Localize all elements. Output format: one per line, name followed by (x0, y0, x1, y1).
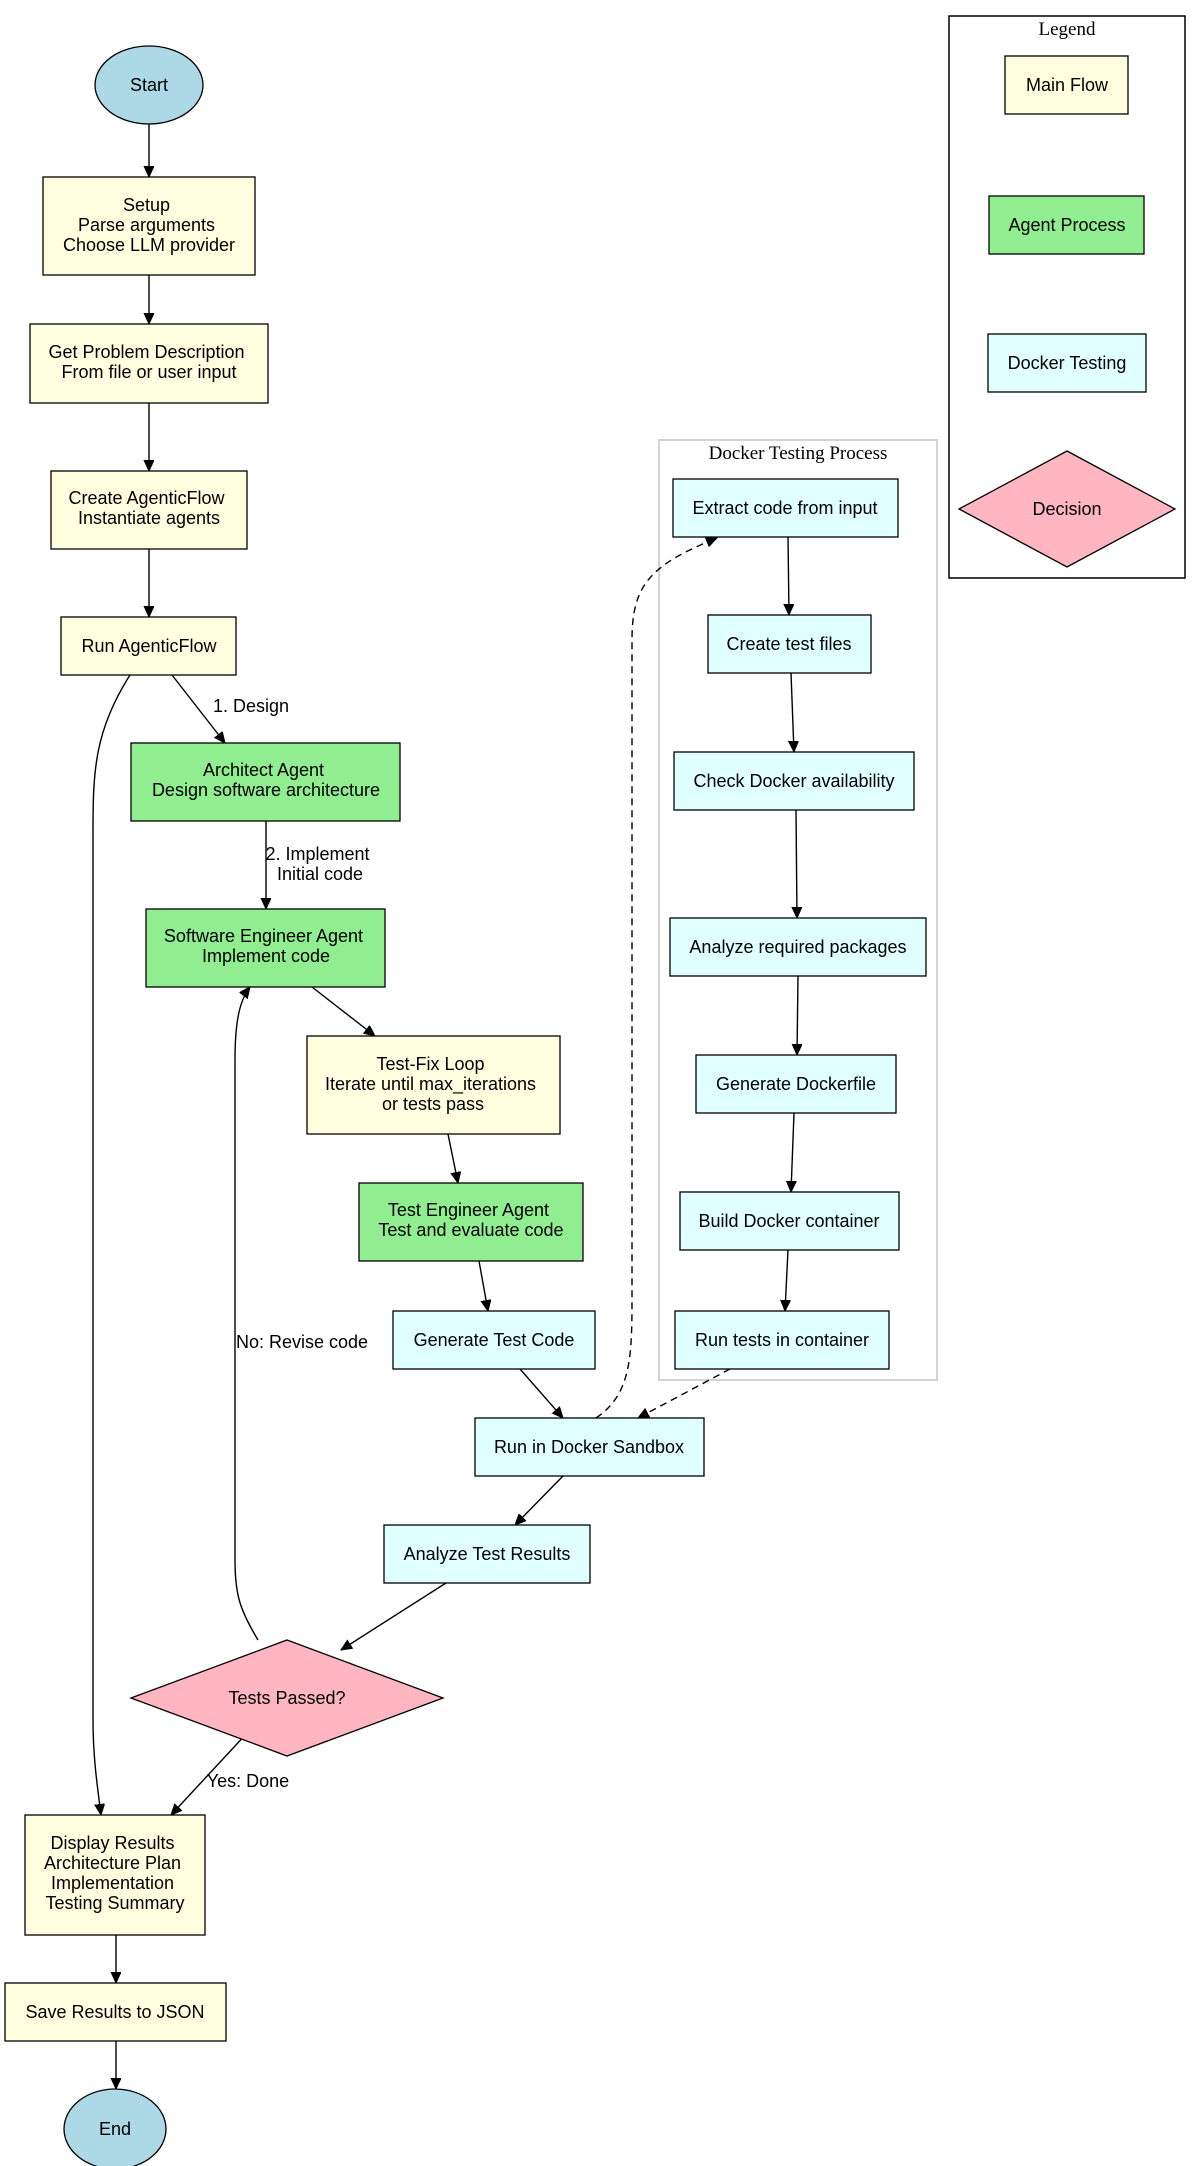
node-architect-agent: Architect Agent Design software architec… (130, 742, 401, 822)
svg-text:Test Engineer Agent Test: Test Engineer Agent Test and evaluate co… (378, 1200, 563, 1240)
edge-label-revise: No: Revise code (236, 1332, 368, 1352)
node-create-agentic-flow: Create AgenticFlow Instantiate agents (50, 470, 248, 550)
node-analyze-required-packages: Analyze required packages (669, 917, 927, 977)
edge-run-docker-analyze (515, 1475, 564, 1525)
edge-run-docker-extract (595, 538, 717, 1419)
node-check-docker-availability: Check Docker availability (673, 751, 915, 811)
node-display-results: Display Results Architecture Plan Implem… (24, 1814, 206, 1936)
node-build-docker-container: Build Docker container (679, 1191, 900, 1251)
legend-title: Legend (1039, 19, 1096, 40)
svg-text:Architect Agent Design s: Architect Agent Design software architec… (152, 760, 380, 800)
svg-text:Create AgenticFlow Insta: Create AgenticFlow Instantiate agents (68, 488, 229, 528)
node-generate-dockerfile: Generate Dockerfile (695, 1054, 897, 1114)
edge-extract-create-files (788, 536, 789, 615)
svg-text:Agent Process: Agent Process (1008, 215, 1125, 235)
node-end: End (63, 2088, 167, 2166)
svg-text:Tests Passed?: Tests Passed? (228, 1688, 345, 1708)
edge-gen-test-run-docker (519, 1368, 563, 1418)
node-setup: Setup Parse arguments Choose LLM provide… (42, 176, 256, 276)
svg-text:Extract code from input: Extract code from input (692, 498, 877, 518)
docker-testing-cluster-title: Docker Testing Process (709, 443, 888, 464)
edge-analyze-packages-gen-dockerfile (797, 975, 798, 1055)
edge-check-docker-analyze-packages (796, 809, 797, 918)
svg-text:Docker Testing: Docker Testing (1008, 353, 1127, 373)
svg-text:Test-Fix Loop Iterate un: Test-Fix Loop Iterate until max_iteratio… (325, 1054, 541, 1114)
svg-text:Build Docker container: Build Docker container (698, 1211, 879, 1231)
svg-text:End: End (99, 2119, 131, 2139)
edge-label-implement: 2. Implement Initial code (265, 844, 374, 884)
node-test-engineer-agent: Test Engineer Agent Test and evaluate co… (358, 1182, 584, 1262)
edge-test-engineer-gen-test (478, 1260, 488, 1311)
edge-label-done: Yes: Done (207, 1771, 289, 1791)
svg-text:Software Engineer Agent: Software Engineer Agent Implement code (164, 926, 368, 966)
svg-text:Generate Dockerfile: Generate Dockerfile (716, 1074, 876, 1094)
legend-decision: Decision (957, 450, 1177, 568)
node-run-in-docker-sandbox: Run in Docker Sandbox (474, 1417, 705, 1477)
legend-main-flow: Main Flow (1004, 55, 1129, 115)
node-save-results-json: Save Results to JSON (4, 1982, 227, 2042)
node-run-tests-in-container: Run tests in container (674, 1310, 890, 1370)
svg-text:Create test files: Create test files (726, 634, 851, 654)
edge-run-tests-run-docker (638, 1368, 731, 1419)
edge-decision-display (171, 1731, 249, 1815)
edge-run-flow-display (92, 674, 131, 1815)
node-software-engineer-agent: Software Engineer Agent Implement code (145, 908, 386, 988)
node-get-problem-description: Get Problem Description From file or use… (29, 323, 269, 404)
node-create-test-files: Create test files (707, 614, 872, 674)
legend-cluster (948, 15, 1186, 579)
svg-text:Analyze Test Results: Analyze Test Results (404, 1544, 571, 1564)
node-run-agentic-flow: Run AgenticFlow (60, 616, 237, 676)
svg-text:Check Docker availability: Check Docker availability (693, 771, 894, 791)
legend-agent-process: Agent Process (988, 195, 1145, 255)
svg-text:Generate Test Code: Generate Test Code (414, 1330, 575, 1350)
svg-text:Get Problem Description: Get Problem Description From file or use… (48, 342, 249, 382)
svg-text:Start: Start (130, 75, 168, 95)
docker-testing-cluster (658, 439, 938, 1381)
node-generate-test-code: Generate Test Code (392, 1310, 596, 1370)
edge-build-run-tests (785, 1249, 788, 1311)
svg-text:Save Results to JSON: Save Results to JSON (25, 2002, 204, 2022)
edge-engineer-test-fix (311, 986, 375, 1036)
node-test-fix-loop: Test-Fix Loop Iterate until max_iteratio… (306, 1035, 561, 1135)
edge-analyze-decision (341, 1582, 447, 1650)
svg-text:Decision: Decision (1032, 499, 1101, 519)
svg-text:Display Results Architec: Display Results Architecture Plan Implem… (44, 1833, 186, 1913)
svg-text:Run AgenticFlow: Run AgenticFlow (81, 636, 217, 656)
svg-text:Run tests in container: Run tests in container (695, 1330, 869, 1350)
node-extract-code: Extract code from input (672, 478, 899, 538)
node-start: Start (94, 45, 204, 125)
legend-docker-testing: Docker Testing (987, 333, 1147, 393)
edge-create-files-check-docker (791, 672, 794, 752)
edge-gen-dockerfile-build (791, 1112, 794, 1192)
edge-label-design: 1. Design (213, 696, 289, 716)
edges (92, 123, 798, 2089)
edge-test-fix-test-engineer (447, 1133, 458, 1183)
node-analyze-test-results: Analyze Test Results (383, 1524, 591, 1584)
svg-text:Setup Parse arguments: Setup Parse arguments Choose LLM provide… (63, 195, 235, 255)
edge-run-flow-architect (171, 674, 225, 743)
svg-text:Run in Docker Sandbox: Run in Docker Sandbox (494, 1437, 684, 1457)
edge-decision-engineer (234, 987, 259, 1641)
node-tests-passed-decision: Tests Passed? (129, 1639, 445, 1757)
svg-text:Main Flow: Main Flow (1026, 75, 1109, 95)
svg-text:Analyze required packages: Analyze required packages (689, 937, 906, 957)
